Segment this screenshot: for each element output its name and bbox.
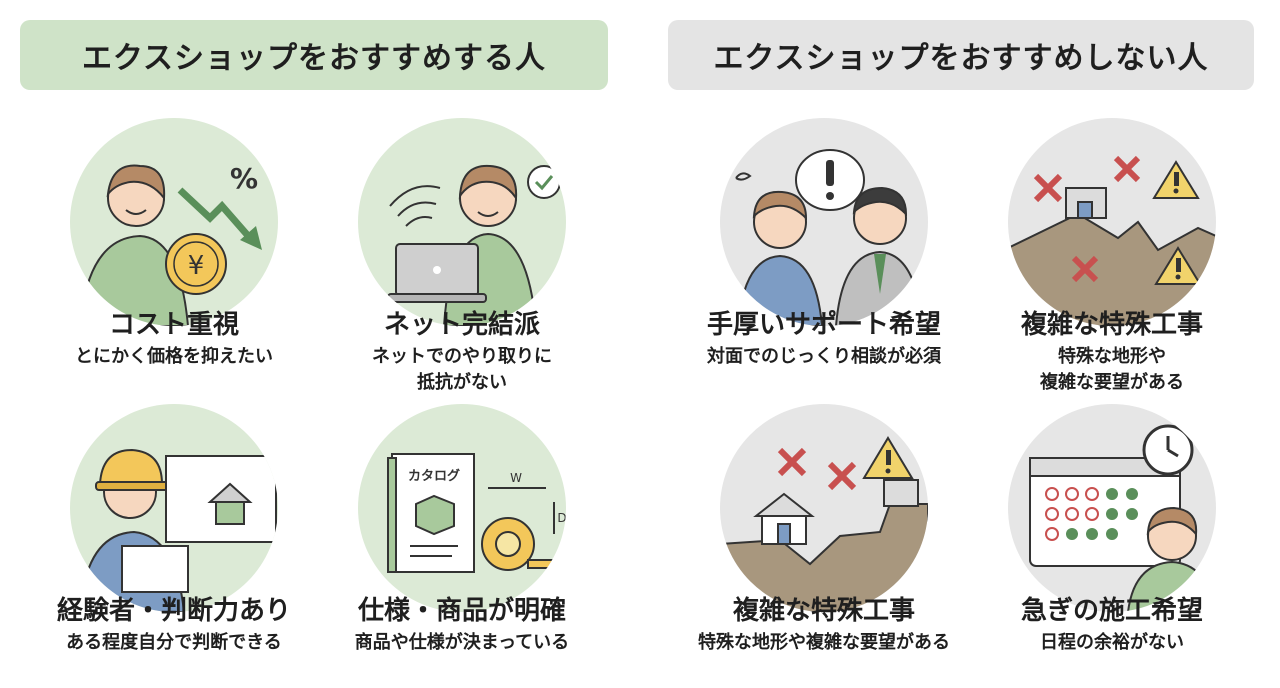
card-online-complete: ネット完結派 ネットでのやり取りに 抵抗がない — [322, 118, 602, 398]
consultation-icon — [735, 149, 924, 326]
urgent-schedule-illustration — [1008, 404, 1216, 612]
card-description: ネットでのやり取りに 抵抗がない — [372, 346, 552, 393]
card-clear-specs: カタログ W D 仕様・商品が明確 商品や仕様が決まっている — [322, 404, 602, 684]
worker-with-blueprint-icon — [78, 448, 277, 612]
card-cost-focus: ¥ % コスト重視 とにかく価格を抑えたい — [34, 118, 314, 398]
card-title: 仕様・商品が明確 — [357, 596, 566, 626]
support-illustration — [720, 118, 928, 326]
card-urgent-construction: 急ぎの施工希望 日程の余裕がない — [972, 404, 1252, 684]
card-description: 日程の余裕がない — [1040, 632, 1184, 653]
card-description: 対面でのじっくり相談が必須 — [707, 346, 941, 367]
specs-illustration: カタログ W D — [358, 404, 566, 612]
percent-symbol: % — [230, 162, 258, 195]
yen-sign: ¥ — [188, 251, 205, 281]
width-label: W — [510, 471, 522, 485]
recommended-header: エクスショップをおすすめする人 — [20, 20, 608, 90]
experienced-illustration — [70, 404, 278, 612]
calendar-and-clock-icon — [1029, 424, 1216, 612]
catalog-label: カタログ — [408, 468, 460, 484]
catalog-and-tape-measure-icon: カタログ W D — [387, 453, 566, 573]
card-description: 特殊な地形や 複雑な要望がある — [1040, 346, 1184, 393]
card-title: 複雑な特殊工事 — [1020, 310, 1203, 340]
card-title: 急ぎの施工希望 — [1020, 596, 1203, 626]
card-description: ある程度自分で判断できる — [66, 632, 282, 653]
card-title: 経験者・判断力あり — [56, 596, 291, 626]
card-title: ネット完結派 — [383, 310, 540, 340]
card-title: 複雑な特殊工事 — [732, 596, 915, 626]
house-on-slope-illustration — [720, 404, 928, 612]
online-illustration — [358, 118, 566, 326]
not-recommended-header: エクスショップをおすすめしない人 — [668, 20, 1254, 90]
cost-illustration: ¥ % — [70, 118, 278, 326]
card-full-support: 手厚いサポート希望 対面でのじっくり相談が必須 — [684, 118, 964, 398]
house-on-slope-icon — [720, 436, 928, 612]
card-special-construction-1: 複雑な特殊工事 特殊な地形や 複雑な要望がある — [972, 118, 1252, 398]
card-description: 特殊な地形や複雑な要望がある — [698, 632, 950, 653]
card-title: コスト重視 — [108, 310, 239, 340]
card-description: とにかく価格を抑えたい — [75, 346, 273, 367]
slope-terrain-icon — [1008, 155, 1216, 326]
card-experienced: 経験者・判断力あり ある程度自分で判断できる — [34, 404, 314, 684]
special-terrain-illustration — [1008, 118, 1216, 326]
person-with-laptop-icon — [387, 164, 561, 326]
depth-label: D — [557, 511, 566, 525]
card-title: 手厚いサポート希望 — [706, 310, 941, 340]
card-special-construction-2: 複雑な特殊工事 特殊な地形や複雑な要望がある — [684, 404, 964, 684]
card-description: 商品や仕様が決まっている — [354, 632, 570, 653]
person-with-coin-icon: ¥ % — [78, 162, 262, 326]
